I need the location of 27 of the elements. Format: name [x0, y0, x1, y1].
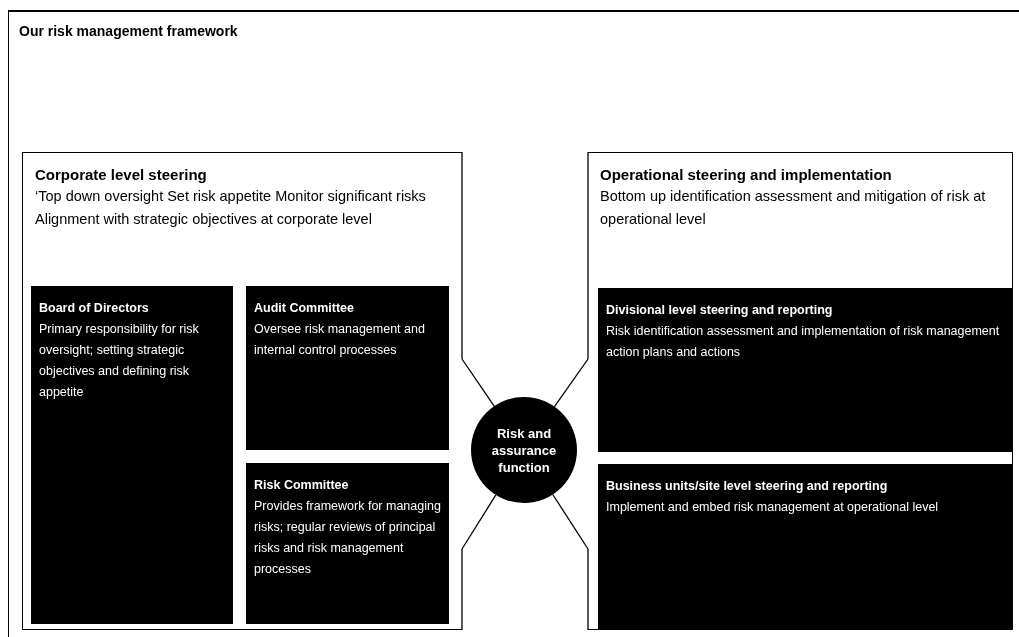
connector-line	[552, 493, 589, 550]
panel-description: ‘Top down oversight Set risk appetite Monitor significant risks Alignment with strategic objectives at corporate level	[35, 187, 427, 229]
box-description: Oversee risk management and internal control processes	[254, 321, 426, 359]
panel-heading: Operational steering and implementation	[600, 165, 893, 185]
box-heading: Audit Committee	[254, 300, 355, 317]
connector-line	[553, 358, 589, 408]
panel-heading: Corporate level steering	[35, 165, 208, 185]
circle-label: Risk and assurance function	[490, 424, 558, 476]
connector-line	[461, 494, 497, 550]
title: Our risk management framework	[19, 22, 238, 41]
box-description: Primary responsibility for risk oversight; setting strategic objectives and defining risk appetite	[39, 321, 200, 401]
committee-box	[598, 288, 1013, 452]
box-heading: Business units/site level steering and reporting	[606, 478, 889, 495]
box-heading: Divisional level steering and reporting	[606, 302, 834, 319]
box-description: Implement and embed risk management at operational level	[606, 499, 940, 516]
box-description: Provides framework for managing risks; regular reviews of principal risks and risk management processes	[254, 498, 441, 578]
committee-box	[246, 286, 449, 450]
committee-box	[246, 463, 449, 624]
box-heading: Board of Directors	[39, 300, 150, 317]
steering-panel	[588, 152, 1013, 630]
box-description: Risk identification assessment and implementation of risk management action plans and actions	[606, 323, 1001, 361]
steering-panel	[22, 152, 462, 630]
panel-description: Bottom up identification assessment and mitigation of risk at operational level	[600, 187, 987, 229]
committee-box	[31, 286, 233, 624]
connector-line	[461, 358, 495, 407]
box-heading: Risk Committee	[254, 477, 350, 494]
committee-box	[598, 464, 1013, 629]
